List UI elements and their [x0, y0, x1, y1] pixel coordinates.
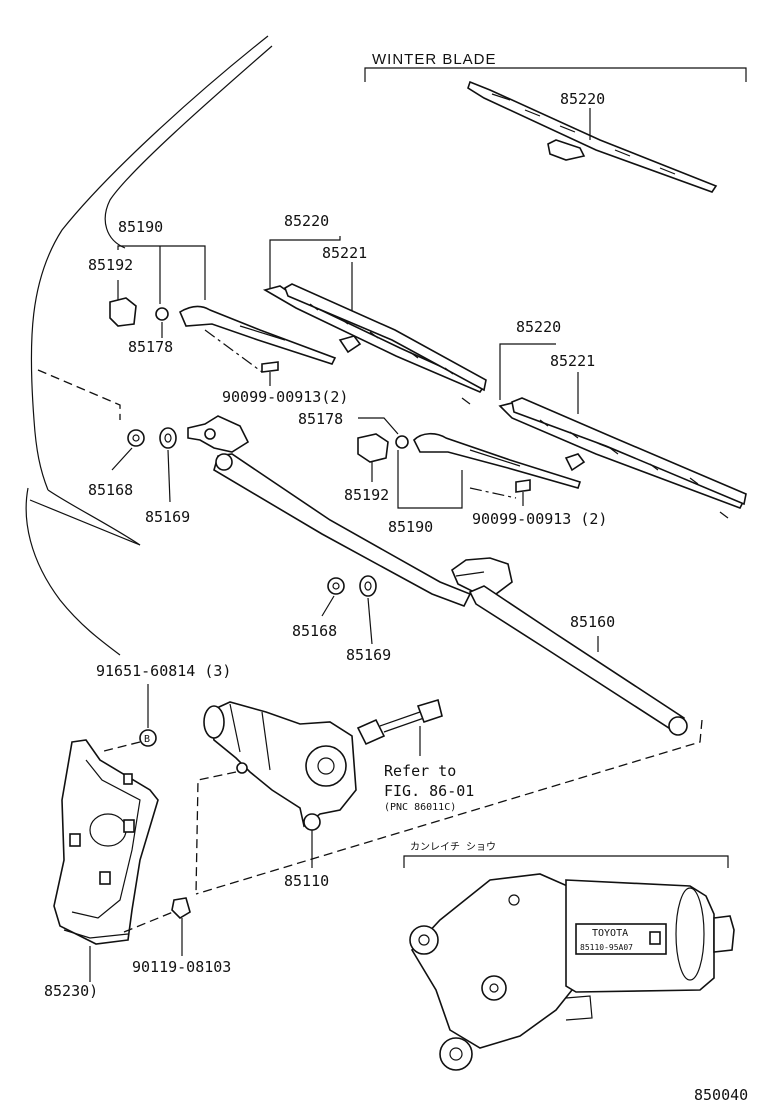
figure-code: 850040 — [694, 1086, 748, 1104]
label-85168-mid: 85168 — [292, 622, 337, 640]
nut-85178-right — [395, 435, 409, 449]
left-wiper-assembly: 85190 85192 85178 90099-00913(2) 85220 8… — [37, 212, 487, 526]
label-85160: 85160 — [570, 613, 615, 631]
vehicle-body-outline — [25, 35, 273, 656]
callout-circle-b — [139, 729, 157, 747]
screw-90099-left — [261, 361, 279, 373]
winter-blade-section: WINTER BLADE 85220 — [364, 51, 747, 193]
label-85178-left: 85178 — [128, 338, 173, 356]
bolt-90119 — [171, 897, 191, 920]
refer-fig-link[interactable]: FIG. 86-01 — [384, 782, 474, 800]
linkage-85160: 85160 — [187, 415, 703, 895]
label-85221-left: 85221 — [322, 244, 367, 262]
kanreichi-header: カンレイチ ショウ — [410, 841, 496, 853]
winter-blade-part — [467, 80, 718, 193]
label-85178-right: 85178 — [298, 410, 343, 428]
label-85168-left: 85168 — [88, 481, 133, 499]
label-85169-mid: 85169 — [346, 646, 391, 664]
label-85169-left: 85169 — [145, 508, 190, 526]
motor-brand-label: TOYOTA — [592, 928, 628, 939]
washer-85169-mid — [359, 575, 377, 597]
bracket-85230 — [53, 739, 159, 945]
winter-blade-header: WINTER BLADE — [372, 51, 497, 68]
middle-fasteners: 85168 85169 — [292, 575, 391, 664]
refer-to-text: Refer to — [384, 762, 456, 780]
label-85220-left: 85220 — [284, 212, 329, 230]
label-85230: 85230) — [44, 982, 98, 1000]
label-90099-left: 90099-00913(2) — [222, 388, 348, 406]
label-85190-left: 85190 — [118, 218, 163, 236]
right-wiper-assembly: 85220 85221 85178 85192 85190 90099-0091… — [298, 318, 747, 536]
screw-90099-right — [515, 479, 531, 493]
cap-85192-right — [357, 433, 389, 463]
cap-85192-left — [109, 297, 137, 327]
wiper-motor-85110: 85110 Refer to FIG. 86-01 (PNC 86011C) — [195, 698, 474, 895]
wiper-arm-left — [178, 305, 337, 365]
refer-pnc-text: (PNC 86011C) — [384, 802, 456, 813]
label-85220-right: 85220 — [516, 318, 561, 336]
label-85192-left: 85192 — [88, 256, 133, 274]
label-85110: 85110 — [284, 872, 329, 890]
wiper-arm-right — [413, 432, 582, 489]
cold-spec-motor-inset: カンレイチ ショウ TOYOTA 85110-95A07 — [403, 841, 735, 1071]
nut-85168-mid — [327, 577, 345, 595]
nut-85178-left — [155, 307, 169, 321]
connector-plug — [356, 718, 386, 746]
motor-number-label: 85110-95A07 — [580, 943, 633, 952]
label-85220-winter: 85220 — [560, 90, 605, 108]
label-91651: 91651-60814 (3) — [96, 662, 231, 680]
label-85192-right: 85192 — [344, 486, 389, 504]
wiper-blade-left — [262, 285, 486, 393]
washer-85169-left — [159, 427, 177, 449]
callout-b: B — [144, 734, 150, 745]
label-90099-right: 90099-00913 (2) — [472, 510, 607, 528]
label-85221-right: 85221 — [550, 352, 595, 370]
label-90119: 90119-08103 — [132, 958, 231, 976]
nut-85168-left — [127, 429, 145, 447]
label-85190-right: 85190 — [388, 518, 433, 536]
bracket-assembly: 91651-60814 (3) B 90119-08103 85230) — [44, 662, 231, 1000]
